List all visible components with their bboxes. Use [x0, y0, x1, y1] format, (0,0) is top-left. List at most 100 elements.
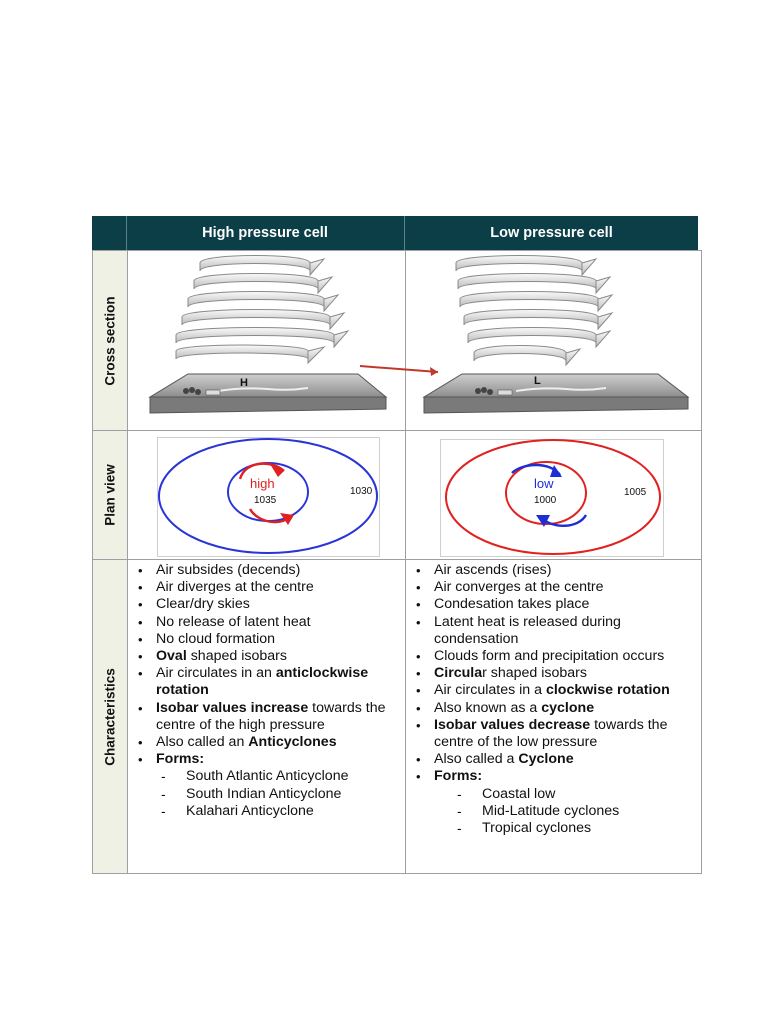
low-inner-isobar-value: 1000 — [534, 495, 557, 506]
low-ground-label: L — [534, 375, 541, 387]
arrowhead-icon — [550, 465, 562, 477]
form-item: Kalahari Anticyclone — [156, 803, 405, 820]
characteristic-item: Isobar values decrease towards the centr… — [406, 717, 701, 751]
characteristic-text: Air ascends (rises) — [434, 562, 552, 578]
header-low-pressure: Low pressure cell — [490, 225, 613, 241]
high-inner-isobar-value: 1035 — [254, 495, 277, 506]
low-center-label: low — [534, 476, 554, 491]
forms-sublist: Coastal lowMid-Latitude cyclonesTropical… — [452, 786, 701, 838]
characteristic-item: Also known as a cyclone — [406, 700, 701, 717]
low-pressure-cross-section-diagram: L — [422, 255, 690, 414]
low-characteristics-list: Air ascends (rises)Air converges at the … — [406, 562, 701, 837]
characteristic-text: shaped isobars — [186, 648, 287, 665]
form-item: South Atlantic Anticyclone — [156, 768, 405, 785]
header-corner — [92, 216, 127, 250]
characteristic-text: Isobar values increase — [156, 699, 309, 716]
characteristic-item: Air circulates in a clockwise rotation — [406, 682, 701, 699]
characteristic-item: Latent heat is released during condensat… — [406, 614, 701, 648]
cross-section-high-cell: H — [127, 250, 406, 431]
characteristic-item: Also called a Cyclone — [406, 751, 701, 768]
characteristic-text: Clouds form and precipitation occurs — [434, 648, 665, 665]
pressure-cell-table: High pressure cell Low pressure cell Cro… — [92, 216, 702, 874]
characteristic-item: Forms:South Atlantic AnticycloneSouth In… — [128, 751, 405, 820]
plan-view-high-cell: high 1035 1030 — [127, 430, 406, 560]
characteristic-item: Also called an Anticyclones — [128, 734, 405, 751]
high-outer-isobar-value: 1030 — [350, 486, 373, 497]
characteristic-text: Forms: — [156, 751, 205, 768]
characteristic-item: Clouds form and precipitation occurs — [406, 648, 701, 665]
cross-section-low-cell: L — [405, 250, 702, 431]
characteristic-item: No cloud formation — [128, 631, 405, 648]
arrowhead-icon — [280, 513, 294, 525]
characteristic-text: Air circulates in a — [434, 682, 546, 699]
characteristic-text: clockwise rotation — [545, 682, 670, 699]
table-header-row: High pressure cell Low pressure cell — [92, 216, 698, 250]
characteristic-item: Condesation takes place — [406, 596, 701, 613]
high-pressure-isobar-map: high 1035 1030 — [158, 438, 378, 554]
high-ground-label: H — [240, 377, 248, 389]
characteristics-high-cell: Air subsides (decends)Air diverges at th… — [127, 559, 406, 874]
row-label-characteristics: Characteristics — [92, 559, 128, 874]
characteristic-text: anticlockwise rotation — [156, 665, 369, 699]
characteristic-text: Condesation takes place — [434, 596, 590, 613]
tree-icon — [183, 387, 201, 395]
row-label-cross-section: Cross section — [92, 250, 128, 431]
characteristic-text: towards the centre of the low pressure — [434, 716, 668, 751]
characteristic-item: Air diverges at the centre — [128, 579, 405, 596]
plan-view-low-cell: low 1000 1005 — [405, 430, 702, 560]
characteristic-text: No release of latent heat — [156, 613, 311, 630]
isobar-outer-low — [445, 439, 661, 555]
isobar-inner-low — [505, 461, 587, 525]
low-pressure-isobar-map: low 1000 1005 — [445, 439, 661, 555]
form-item: Coastal low — [452, 786, 701, 803]
characteristic-text: towards the centre of the high pressure — [156, 699, 386, 733]
characteristic-text: Clear/dry skies — [156, 596, 250, 613]
isobar-outer-high — [158, 438, 378, 554]
characteristic-text: Cyclone — [518, 751, 574, 768]
characteristic-text: r shaped isobars — [482, 665, 587, 682]
characteristic-text: Oval — [156, 648, 187, 665]
arrowhead-icon — [536, 515, 550, 527]
characteristic-item: Air converges at the centre — [406, 579, 701, 596]
characteristic-text: Air circulates in an — [156, 665, 276, 682]
characteristic-text: Anticyclones — [248, 734, 337, 751]
characteristic-text: Latent heat is released during condensat… — [434, 613, 621, 647]
characteristic-item: No release of latent heat — [128, 614, 405, 631]
characteristic-item: Circular shaped isobars — [406, 665, 701, 682]
anticlockwise-arrow-top-icon — [238, 462, 285, 480]
characteristic-item: Clear/dry skies — [128, 596, 405, 613]
characteristic-text: Circula — [434, 665, 483, 682]
characteristic-text: cyclone — [541, 699, 595, 716]
characteristic-text: Air converges at the centre — [434, 579, 604, 596]
form-item: South Indian Anticyclone — [156, 786, 405, 803]
header-high-pressure: High pressure cell — [126, 216, 405, 250]
high-center-label: high — [250, 476, 275, 491]
characteristic-text: Also called an — [156, 734, 249, 751]
characteristic-item: Oval shaped isobars — [128, 648, 405, 665]
characteristic-text: Air subsides (decends) — [156, 562, 301, 578]
row-label-plan-view: Plan view — [92, 430, 128, 560]
low-outer-isobar-value: 1005 — [624, 487, 647, 498]
plan-view-high-frame — [157, 437, 380, 557]
characteristic-item: Forms:Coastal lowMid-Latitude cyclonesTr… — [406, 768, 701, 837]
characteristic-item: Isobar values increase towards the centr… — [128, 700, 405, 734]
characteristic-text: Air diverges at the centre — [156, 579, 314, 596]
characteristic-item: Air ascends (rises) — [406, 562, 701, 579]
forms-sublist: South Atlantic AnticycloneSouth Indian A… — [156, 768, 405, 820]
transition-arrow-icon — [359, 365, 439, 376]
characteristic-text: Also called a — [434, 751, 519, 768]
form-item: Tropical cyclones — [452, 820, 701, 837]
characteristic-text: Forms: — [434, 768, 483, 785]
characteristic-text: No cloud formation — [156, 630, 276, 647]
arrowhead-icon — [270, 464, 284, 477]
form-item: Mid-Latitude cyclones — [452, 803, 701, 820]
high-pressure-cross-section-diagram: H — [148, 255, 388, 414]
isobar-inner-high — [227, 462, 309, 522]
characteristic-text: Also known as a — [434, 699, 542, 716]
characteristic-item: Air circulates in an anticlockwise rotat… — [128, 665, 405, 699]
high-characteristics-list: Air subsides (decends)Air diverges at th… — [128, 562, 405, 820]
characteristics-low-cell: Air ascends (rises)Air converges at the … — [405, 559, 702, 874]
tree-icon — [475, 387, 493, 395]
characteristic-text: Isobar values decrease — [434, 716, 591, 733]
characteristic-item: Air subsides (decends) — [128, 562, 405, 579]
